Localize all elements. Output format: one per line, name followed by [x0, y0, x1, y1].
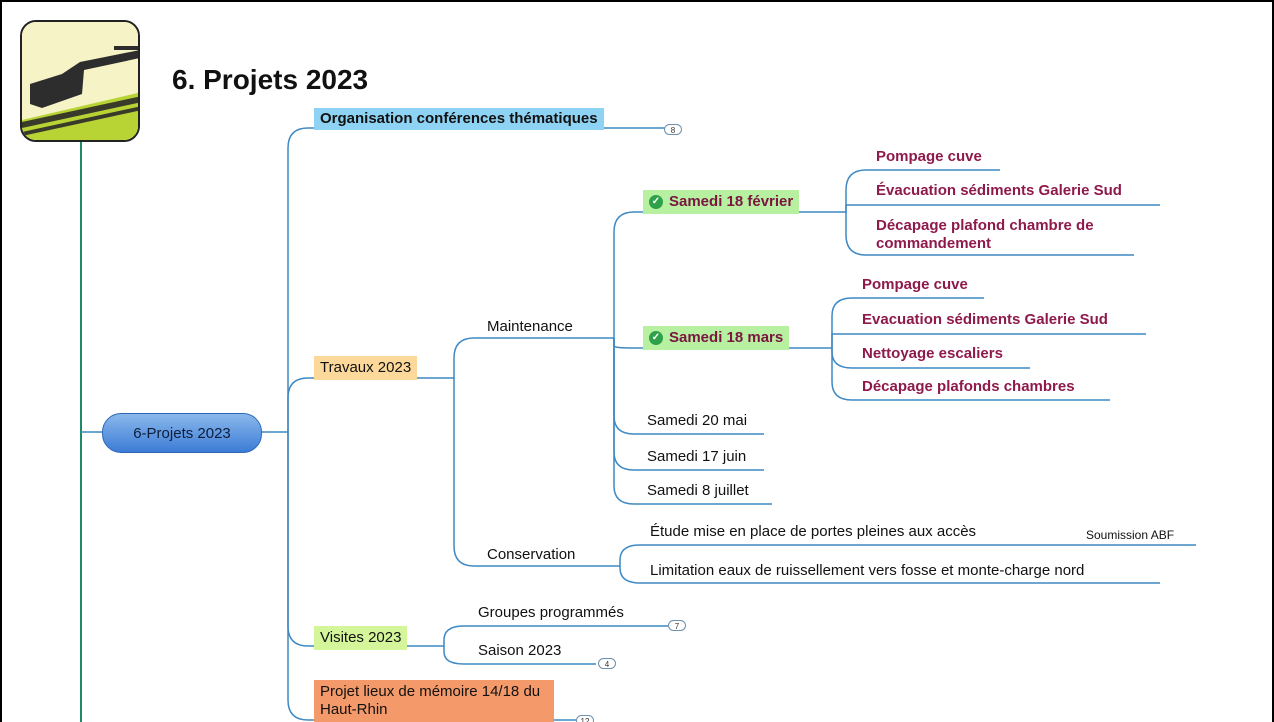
session-may[interactable]: Samedi 20 mai — [647, 412, 748, 429]
session-label: Samedi 18 mars — [669, 329, 784, 346]
check-circle-icon: ✓ — [649, 195, 663, 209]
task-item[interactable]: Nettoyage escaliers — [862, 345, 1003, 362]
topic-projet-lieux[interactable]: Projet lieux de mémoire 14/18 du Haut-Rh… — [314, 680, 554, 722]
session-july[interactable]: Samedi 8 juillet — [647, 482, 749, 499]
note-label[interactable]: Soumission ABF — [1086, 528, 1175, 542]
task-item[interactable]: Pompage cuve — [876, 148, 982, 165]
topic-travaux[interactable]: Travaux 2023 — [314, 356, 418, 380]
collapsed-count-badge[interactable]: 4 — [598, 658, 616, 669]
topic-maintenance[interactable]: Maintenance — [487, 318, 573, 335]
task-item[interactable]: Evacuation sédiments Galerie Sud — [862, 311, 1108, 328]
conservation-item[interactable]: Étude mise en place de portes pleines au… — [650, 523, 977, 540]
bunker-turret-logo — [20, 20, 140, 142]
task-item[interactable]: Décapage plafond chambre de commandement — [876, 217, 1094, 252]
visites-item[interactable]: Saison 2023 — [478, 642, 562, 659]
check-circle-icon: ✓ — [649, 331, 663, 345]
session-feb[interactable]: ✓ Samedi 18 février — [643, 190, 800, 214]
root-topic[interactable]: 6-Projets 2023 — [102, 413, 262, 453]
session-mar[interactable]: ✓ Samedi 18 mars — [643, 326, 790, 350]
collapsed-count-badge[interactable]: 8 — [664, 124, 682, 135]
session-label: Samedi 18 février — [669, 193, 794, 210]
page-title: 6. Projets 2023 — [172, 64, 369, 95]
task-item[interactable]: Décapage plafonds chambres — [862, 378, 1075, 395]
session-june[interactable]: Samedi 17 juin — [647, 448, 747, 465]
topic-visites[interactable]: Visites 2023 — [314, 626, 408, 650]
task-item[interactable]: Pompage cuve — [862, 276, 968, 293]
visites-item[interactable]: Groupes programmés — [478, 604, 624, 621]
topic-conservation[interactable]: Conservation — [487, 546, 576, 563]
conservation-item[interactable]: Limitation eaux de ruissellement vers fo… — [650, 562, 1085, 579]
topic-organisation[interactable]: Organisation conférences thématiques — [314, 108, 604, 130]
task-item[interactable]: Évacuation sédiments Galerie Sud — [876, 182, 1122, 199]
collapsed-count-badge[interactable]: 12 — [576, 715, 594, 722]
collapsed-count-badge[interactable]: 7 — [668, 620, 686, 631]
